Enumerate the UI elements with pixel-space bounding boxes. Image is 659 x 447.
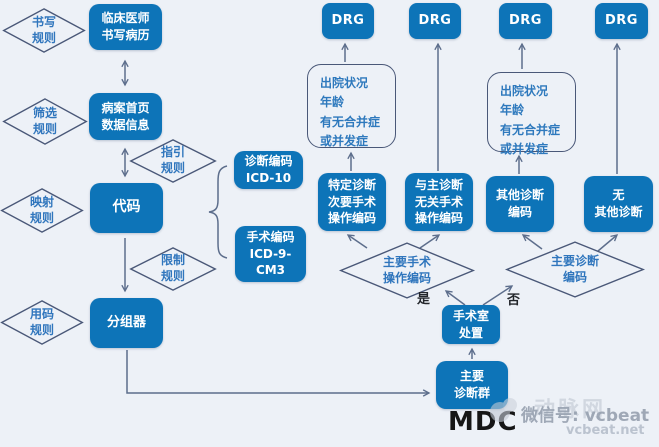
drg-box-3: DRG — [499, 3, 552, 39]
diamond-major-operation-code: 主要手术 操作编码 — [338, 242, 476, 299]
node-unrelated-op: 与主诊断 无关手术 操作编码 — [405, 173, 473, 231]
yes-label: 是 — [417, 292, 431, 307]
arrow-grouper-mdc — [126, 350, 431, 397]
diamond-major-diagnosis-code: 主要诊断 编码 — [504, 241, 646, 298]
diamond-screening-rule-label: 筛选 规则 — [32, 105, 57, 136]
arrow-orroom-majorop — [444, 290, 466, 306]
arrow-majordiag-noother — [597, 234, 619, 252]
criteria-box-2-text: 出院状况 年龄 有无合并症 或并发症 — [500, 84, 561, 157]
node-other-diagnosis-code: 其他诊断 编码 — [486, 176, 554, 232]
drg-box-2: DRG — [409, 3, 461, 39]
node-major-diagnostic-category: 主要 诊断群 — [436, 361, 508, 409]
arrow-majorop-unrelated — [419, 234, 441, 249]
arrow-majordiag-otherdiag — [521, 234, 543, 250]
node-icd10: 诊断编码 ICD-10 — [234, 151, 303, 189]
node-major-diagnostic-category-label: 主要 诊断群 — [453, 369, 490, 400]
diamond-mapping-rule-label: 映射 规则 — [29, 194, 54, 225]
node-grouper-label: 分组器 — [106, 314, 146, 330]
drg-box-1: DRG — [322, 3, 374, 39]
drg-box-4: DRG — [595, 3, 648, 39]
site-url-watermark: vcbeat.net — [566, 423, 645, 438]
criteria-box-1-text: 出院状况 年龄 有无合并症 或并发症 — [320, 76, 381, 149]
node-specific-secondary-op: 特定诊断 次要手术 操作编码 — [318, 173, 386, 231]
diamond-major-diagnosis-code-label: 主要诊断 编码 — [550, 253, 599, 284]
diamond-code-usage-rule: 用码 规则 — [0, 300, 84, 345]
node-operating-room: 手术室 处置 — [442, 305, 500, 344]
no-label: 否 — [507, 293, 521, 308]
drg-box-4-label: DRG — [605, 12, 638, 28]
brace-code-icd — [208, 165, 228, 259]
node-front-page-data: 病案首页 数据信息 — [89, 93, 162, 140]
diamond-restrict-rule-label: 限制 规则 — [160, 253, 185, 283]
diamond-writing-rule: 书写 规则 — [2, 8, 86, 53]
diamond-writing-rule-label: 书写 规则 — [31, 14, 56, 45]
node-code-label: 代码 — [112, 199, 141, 216]
node-grouper: 分组器 — [90, 298, 163, 348]
diamond-screening-rule: 筛选 规则 — [2, 98, 88, 145]
diamond-code-usage-rule-label: 用码 规则 — [29, 306, 54, 337]
node-operating-room-label: 手术室 处置 — [452, 308, 489, 340]
wechat-logo-icon — [490, 398, 524, 424]
node-icd9cm3: 手术编码 ICD-9- CM3 — [235, 226, 306, 282]
criteria-box-1: 出院状况 年龄 有无合并症 或并发症 — [307, 64, 396, 148]
arrow-majorop-specific — [346, 234, 368, 249]
node-clinical-record-label: 临床医师 书写病历 — [101, 11, 150, 42]
node-no-other-diagnosis: 无 其他诊断 — [584, 176, 653, 232]
node-icd9cm3-label: 手术编码 ICD-9- CM3 — [246, 229, 295, 278]
diamond-guide-rule: 指引 规则 — [129, 139, 217, 183]
wechat-id-watermark: 微信号: vcbeat — [521, 406, 650, 426]
node-icd10-label: 诊断编码 ICD-10 — [244, 154, 293, 185]
site-logo-watermark: 动脉网 — [534, 397, 606, 421]
arrow-orroom-majordiag — [482, 285, 514, 306]
diamond-major-operation-code-label: 主要手术 操作编码 — [382, 254, 431, 285]
node-specific-secondary-op-label: 特定诊断 次要手术 操作编码 — [327, 177, 376, 226]
diamond-restrict-rule: 限制 规则 — [129, 247, 217, 291]
node-no-other-diagnosis-label: 无 其他诊断 — [594, 188, 643, 219]
drg-box-2-label: DRG — [418, 12, 452, 28]
drg-box-3-label: DRG — [509, 12, 542, 28]
node-unrelated-op-label: 与主诊断 无关手术 操作编码 — [414, 177, 463, 226]
diamond-guide-rule-label: 指引 规则 — [160, 145, 185, 175]
criteria-box-2: 出院状况 年龄 有无合并症 或并发症 — [487, 72, 576, 156]
drg-box-1-label: DRG — [331, 12, 365, 28]
node-code: 代码 — [90, 183, 163, 233]
diamond-mapping-rule: 映射 规则 — [0, 188, 84, 233]
node-front-page-data-label: 病案首页 数据信息 — [101, 100, 150, 132]
node-other-diagnosis-code-label: 其他诊断 编码 — [495, 188, 544, 219]
node-clinical-record: 临床医师 书写病历 — [89, 4, 162, 50]
